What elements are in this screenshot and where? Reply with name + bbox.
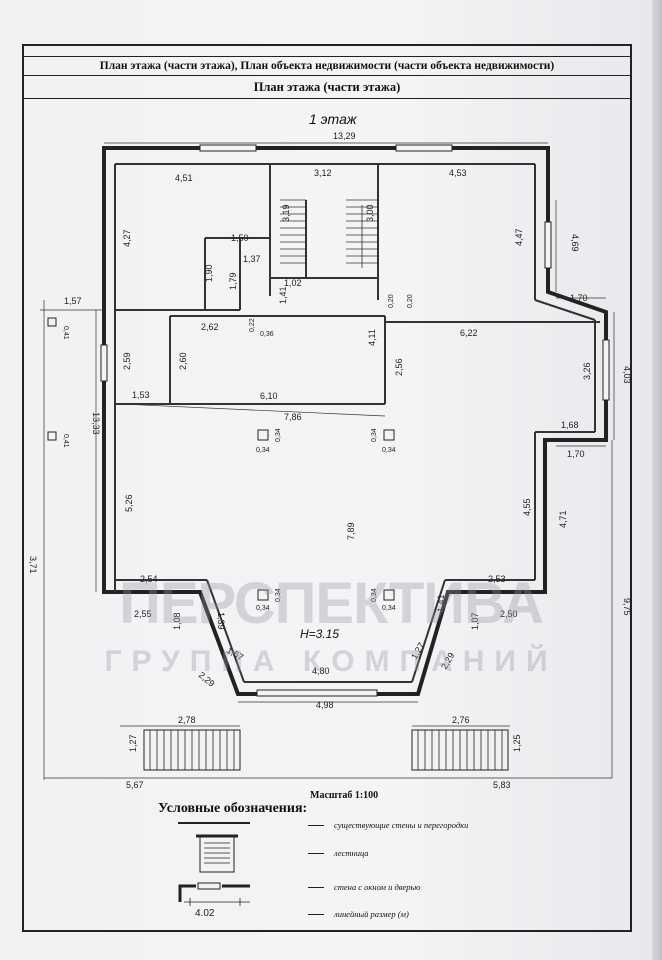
dim-150: 1,50 bbox=[231, 233, 249, 243]
dim-139: 1,39 bbox=[216, 612, 226, 630]
page-edge bbox=[652, 0, 662, 960]
dim-255: 2,55 bbox=[134, 609, 152, 619]
dim-108: 1,08 bbox=[172, 612, 182, 630]
dim-254: 2,54 bbox=[140, 574, 158, 584]
legend-item-walls: существующие стены и перегородки bbox=[308, 820, 468, 830]
dim-125: 1,25 bbox=[512, 734, 522, 752]
dim-022: 0,22 bbox=[249, 318, 256, 332]
dim-room-r-upper: 4,47 bbox=[514, 228, 524, 246]
dim-622: 6,22 bbox=[460, 328, 478, 338]
ceiling-height: H=3.15 bbox=[300, 627, 339, 641]
dim-right-upper: 4,69 bbox=[570, 234, 580, 252]
dim-179: 1,79 bbox=[228, 272, 238, 290]
dim-stair-l: 3,19 bbox=[281, 204, 291, 222]
dim-168: 1,68 bbox=[561, 420, 579, 430]
dim-left-total: 13,33 bbox=[91, 412, 101, 435]
dim-127-b: 1,27 bbox=[128, 734, 138, 752]
legend-item-dimension: линейный размер (м) bbox=[308, 909, 409, 919]
dim-403: 4,03 bbox=[622, 366, 632, 384]
dim-411: 4,11 bbox=[367, 329, 377, 346]
dim-583: 5,83 bbox=[493, 780, 511, 790]
dim-256: 2,56 bbox=[394, 358, 404, 376]
dim-260: 2,60 bbox=[178, 352, 188, 370]
dim-034-f: 0,34 bbox=[256, 605, 270, 612]
columns bbox=[47, 317, 395, 601]
document-frame bbox=[22, 44, 632, 932]
header-line-2: План этажа (части этажа) bbox=[24, 76, 630, 99]
legend-item-window-door: стена с окном и дверью bbox=[308, 882, 420, 892]
porch-stairs bbox=[143, 729, 509, 771]
dim-157: 1,57 bbox=[64, 296, 82, 306]
dim-034-e: 0,34 bbox=[275, 588, 282, 602]
dim-190: 1,90 bbox=[204, 264, 214, 282]
dim-034-h: 0,34 bbox=[382, 605, 396, 612]
dim-610: 6,10 bbox=[260, 391, 278, 401]
dim-253: 2,53 bbox=[488, 574, 506, 584]
dim-471: 4,71 bbox=[558, 510, 568, 528]
dim-455: 4,55 bbox=[522, 498, 532, 516]
legend-dimension-sample: 4.02 bbox=[195, 908, 215, 919]
dim-top-left: 4,51 bbox=[175, 173, 193, 183]
dim-034-g: 0,34 bbox=[371, 588, 378, 602]
dim-141: 1,41 bbox=[278, 286, 288, 304]
dim-034-a: 0,34 bbox=[275, 428, 282, 442]
dim-stair-r: 3,00 bbox=[365, 204, 375, 222]
dim-789: 7,89 bbox=[346, 522, 356, 540]
scale-label: Масштаб 1:100 bbox=[310, 790, 379, 801]
dim-102: 1,02 bbox=[284, 278, 302, 288]
watermark-line-1: ПЕРСПЕКТИВА bbox=[119, 571, 544, 636]
dim-041-a: 0,41 bbox=[62, 326, 69, 340]
dim-480: 4,80 bbox=[312, 666, 330, 676]
dim-041-b: 0,41 bbox=[62, 434, 69, 448]
dim-170-a: 1,70 bbox=[570, 293, 588, 303]
dim-170-b: 1,70 bbox=[567, 449, 585, 459]
dim-371: 3,71 bbox=[28, 556, 38, 574]
dim-107: 1,07 bbox=[470, 612, 480, 630]
dim-034-d: 0,34 bbox=[382, 447, 396, 454]
dim-326: 3,26 bbox=[582, 362, 592, 380]
dim-top-mid: 3,12 bbox=[314, 168, 332, 178]
windows bbox=[100, 144, 610, 697]
dim-526: 5,26 bbox=[124, 494, 134, 512]
floor-label: 1 этаж bbox=[309, 111, 358, 127]
dim-262: 2,62 bbox=[201, 322, 219, 332]
dim-137: 1,37 bbox=[243, 254, 261, 264]
legend-item-stairs: лестница bbox=[308, 848, 369, 858]
dim-036: 0,36 bbox=[260, 331, 274, 338]
dim-567: 5,67 bbox=[126, 780, 144, 790]
dim-278: 2,78 bbox=[178, 715, 196, 725]
dim-034-b: 0,34 bbox=[256, 447, 270, 454]
dim-276: 2,76 bbox=[452, 715, 470, 725]
dim-153: 1,53 bbox=[132, 390, 150, 400]
dim-top-total: 13,29 bbox=[333, 131, 356, 141]
walls bbox=[102, 146, 608, 696]
dim-left-upper: 4,27 bbox=[122, 229, 132, 247]
dimension-lines bbox=[40, 142, 615, 780]
dim-020-b: 0,20 bbox=[407, 294, 414, 308]
watermark-line-2: ГРУППА КОМПАНИЙ bbox=[104, 645, 558, 678]
dim-250: 2,50 bbox=[500, 609, 518, 619]
legend-symbols bbox=[178, 822, 250, 906]
interior-stairs bbox=[280, 199, 378, 268]
dim-034-c: 0,34 bbox=[371, 428, 378, 442]
dim-020-a: 0,20 bbox=[388, 294, 395, 308]
inner-walls bbox=[114, 163, 600, 683]
dim-top-right: 4,53 bbox=[449, 168, 467, 178]
dim-259: 2,59 bbox=[122, 352, 132, 370]
dim-498: 4,98 bbox=[316, 700, 334, 710]
outer-wall bbox=[102, 146, 608, 696]
dim-786: 7,86 bbox=[284, 412, 302, 422]
dim-141-b: 1,41 bbox=[436, 594, 446, 612]
dim-975: 9,75 bbox=[622, 598, 632, 616]
header-line-1: План этажа (части этажа), План объекта н… bbox=[24, 56, 630, 76]
legend-title: Условные обозначения: bbox=[158, 801, 308, 816]
